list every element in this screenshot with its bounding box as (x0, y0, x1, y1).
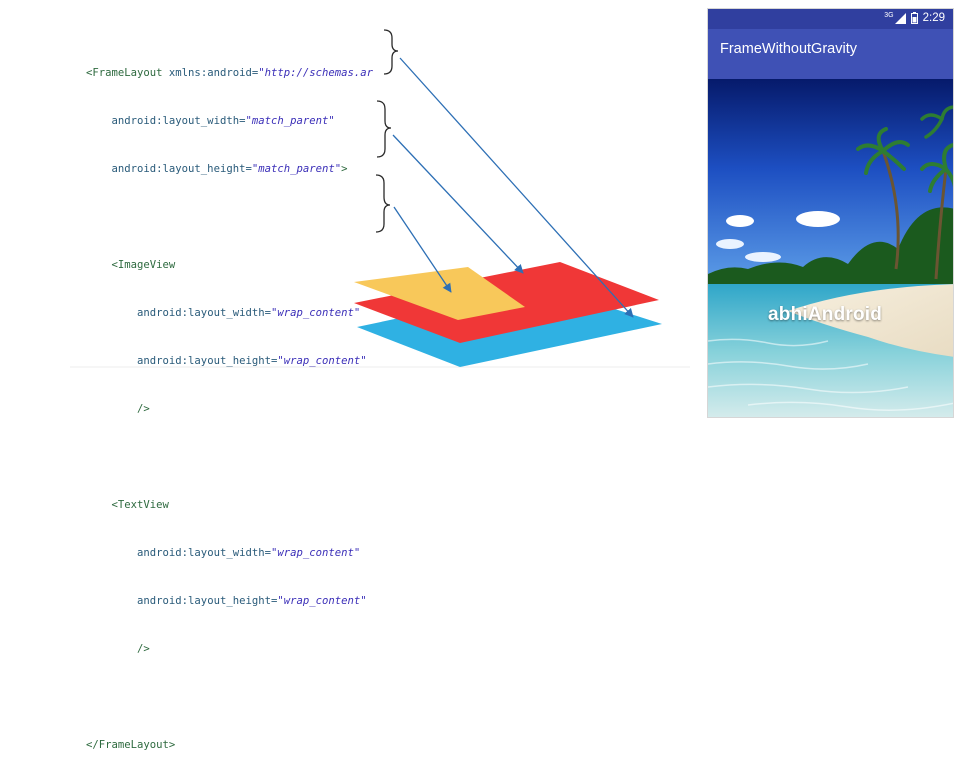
signal-icon (894, 12, 906, 24)
imageview-brace (376, 100, 392, 158)
frame-width-attr: android:layout_width= (111, 115, 246, 127)
status-time: 2:29 (922, 12, 945, 24)
code-line-text-close: /> (86, 641, 386, 657)
image-width-value: "wrap_content" (270, 307, 361, 319)
text-close-tag: /> (137, 643, 150, 655)
palm-fronds (920, 143, 953, 193)
frame-ns-value: "http://schemas.ar (258, 67, 374, 79)
water-ripples (708, 338, 953, 411)
app-bar: FrameWithoutGravity (708, 29, 953, 79)
frame-open-end: > (341, 163, 348, 175)
frame-brace (383, 29, 399, 75)
frame-height-value: "match_parent" (251, 163, 342, 175)
code-line-image-open: <ImageView (86, 257, 386, 273)
text-width-attr: android:layout_width= (137, 547, 271, 559)
imageview-arrow (392, 134, 524, 274)
frame-ns-attr: xmlns:android= (162, 67, 259, 79)
code-line-text-width: android:layout_width="wrap_content" (86, 545, 386, 561)
frame-open-tag: <FrameLayout (86, 67, 163, 79)
code-line-image-close: /> (86, 401, 386, 417)
text-open-tag: <TextView (111, 499, 169, 511)
battery-icon (910, 12, 918, 24)
textview-brace (375, 174, 391, 233)
image-open-tag: <ImageView (111, 259, 176, 271)
frame-caption-text: abhiAndroid (768, 304, 883, 325)
text-width-value: "wrap_content" (270, 547, 361, 559)
image-height-value: "wrap_content" (277, 355, 367, 367)
frame-height-attr: android:layout_height= (111, 163, 252, 175)
palm-fronds (920, 105, 953, 139)
code-line-frame-close: </FrameLayout> (86, 737, 386, 753)
textview-layer (354, 267, 525, 320)
app-title: FrameWithoutGravity (720, 41, 857, 57)
palm-trunk (934, 168, 948, 280)
cloud (796, 211, 840, 227)
sand-beach (788, 284, 953, 357)
image-height-attr: android:layout_height= (137, 355, 278, 367)
beach-illustration (708, 79, 953, 417)
cloud (726, 215, 754, 227)
code-line-image-width: android:layout_width="wrap_content" (86, 305, 386, 321)
text-height-attr: android:layout_height= (137, 595, 278, 607)
image-close-tag: /> (137, 403, 150, 415)
island-trees (708, 207, 953, 294)
palm-trunk (881, 150, 900, 270)
phone-screenshot: 3G 2:29 FrameWithoutGravity (707, 8, 954, 418)
code-line-frame-height: android:layout_height="match_parent"> (86, 161, 386, 177)
status-icons: 3G 2:29 (884, 12, 945, 24)
beach-image: abhiAndroid (708, 79, 953, 417)
network-type-label: 3G (884, 11, 894, 19)
cloud (716, 239, 744, 249)
code-line-frame-width: android:layout_width="match_parent" (86, 113, 386, 129)
text-height-value: "wrap_content" (277, 595, 367, 607)
code-line-text-height: android:layout_height="wrap_content" (86, 593, 386, 609)
palm-fronds (856, 127, 910, 175)
code-line-text-open: <TextView (86, 497, 386, 513)
frame-width-value: "match_parent" (245, 115, 335, 127)
code-line-image-height: android:layout_height="wrap_content" (86, 353, 386, 369)
layer-diagram (70, 29, 690, 368)
image-width-attr: android:layout_width= (137, 307, 271, 319)
textview-arrow (393, 206, 452, 293)
status-bar: 3G 2:29 (708, 9, 953, 29)
frame-close-tag: </FrameLayout> (86, 739, 176, 751)
code-line-frame-open: <FrameLayout xmlns:android="http://schem… (86, 65, 386, 81)
frame-arrow (399, 57, 634, 318)
cloud (745, 252, 781, 262)
